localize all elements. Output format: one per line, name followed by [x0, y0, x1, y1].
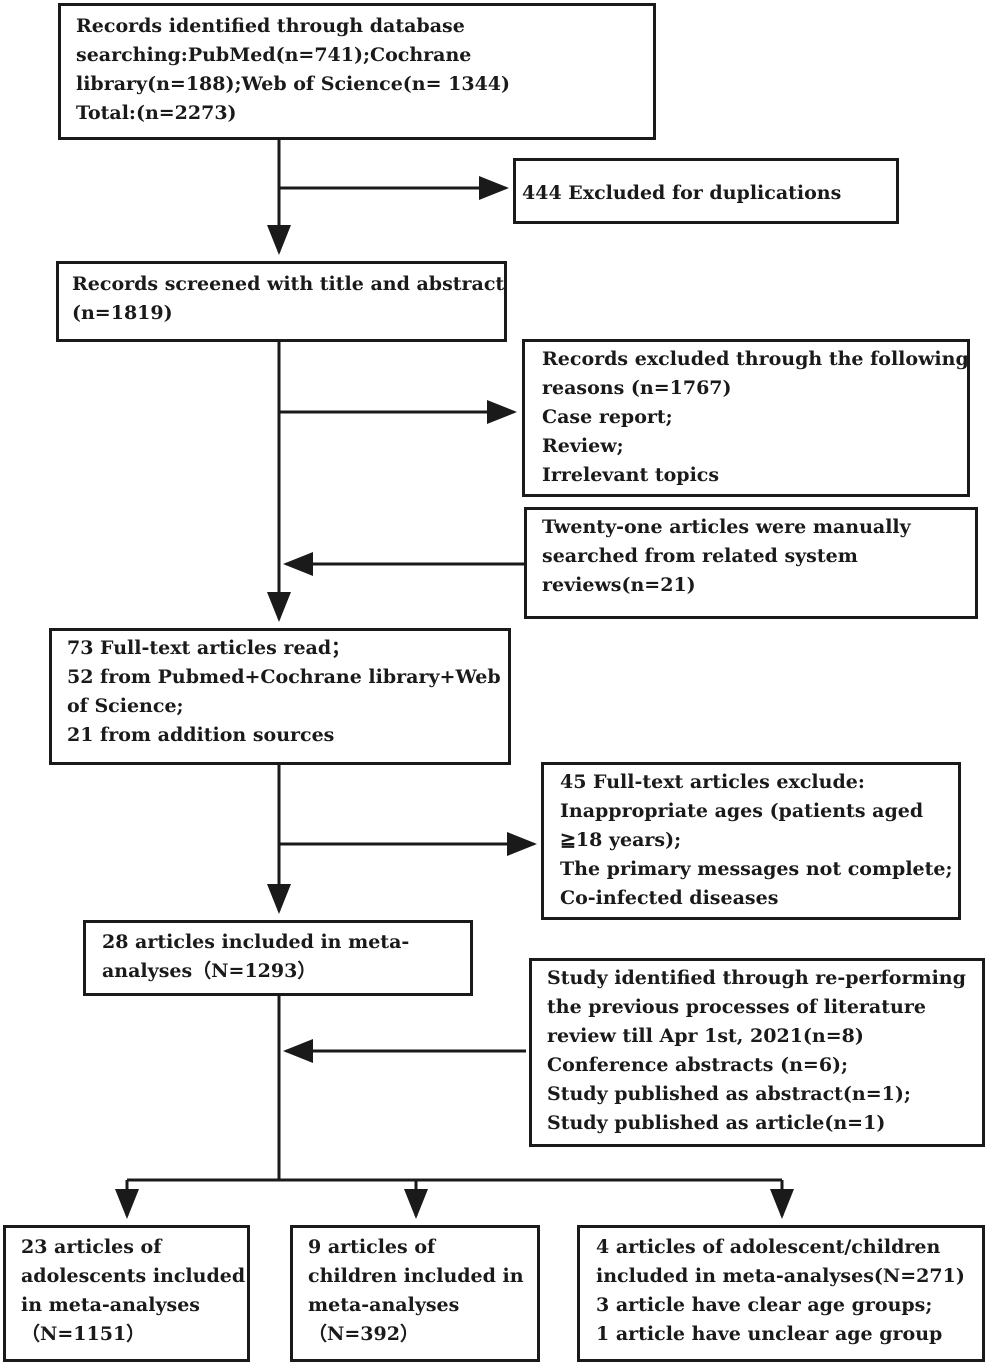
records-excluded-box: Records excluded through the following r… — [522, 339, 970, 497]
box-line: the previous processes of literature — [547, 996, 926, 1018]
full-text-read-box: 73 Full-text articles read； 52 from Pubm… — [49, 628, 511, 765]
box-line: reasons (n=1767) — [542, 377, 732, 399]
box-line: Inappropriate ages (patients aged — [560, 800, 924, 822]
included-meta-box: 28 articles included in meta- analyses（N… — [83, 920, 473, 996]
box-line: adolescents included — [21, 1265, 246, 1287]
box-line: Conference abstracts (n=6); — [547, 1054, 849, 1076]
box-line: 73 Full-text articles read； — [67, 637, 351, 659]
box-line: searched from related system — [542, 545, 858, 567]
adolescents-box: 23 articles of adolescents included in m… — [3, 1225, 250, 1362]
box-line: Case report; — [542, 406, 673, 428]
box-line: 23 articles of — [21, 1236, 162, 1258]
box-line: analyses（N=1293） — [102, 960, 317, 982]
box-line: children included in — [308, 1265, 524, 1287]
box-line: 52 from Pubmed+Cochrane library+Web — [67, 666, 501, 688]
box-line: 444 Excluded for duplications — [522, 182, 842, 204]
box-line: Irrelevant topics — [542, 464, 720, 486]
manual-search-box: Twenty-one articles were manually search… — [524, 507, 978, 619]
box-line: 45 Full-text articles exclude: — [560, 771, 865, 793]
box-line: The primary messages not complete; — [560, 858, 953, 880]
adolescent-children-box: 4 articles of adolescent/children includ… — [577, 1225, 985, 1362]
box-line: ≧18 years); — [560, 829, 682, 851]
records-identified-box: Records identified through database sear… — [58, 3, 656, 140]
box-line: included in meta-analyses(N=271) — [596, 1265, 965, 1287]
box-line: 9 articles of — [308, 1236, 436, 1258]
box-line: Study published as abstract(n=1); — [547, 1083, 911, 1105]
box-line: meta-analyses — [308, 1294, 460, 1316]
box-line: (n=1819) — [72, 302, 173, 324]
box-line: 4 articles of adolescent/children — [596, 1236, 941, 1258]
box-line: reviews(n=21) — [542, 574, 696, 596]
box-line: Total:(n=2273) — [76, 102, 237, 124]
box-line: 28 articles included in meta- — [102, 931, 410, 953]
box-line: searching:PubMed(n=741);Cochrane — [76, 44, 472, 66]
box-line: 3 article have clear age groups; — [596, 1294, 933, 1316]
box-line: Study published as article(n=1) — [547, 1112, 886, 1134]
box-line: library(n=188);Web of Science(n= 1344) — [76, 73, 510, 95]
box-line: of Science; — [67, 695, 184, 717]
box-line: Twenty-one articles were manually — [542, 516, 911, 538]
box-line: （N=392） — [308, 1323, 419, 1345]
children-box: 9 articles of children included in meta-… — [290, 1225, 540, 1362]
box-line: Co-infected diseases — [560, 887, 779, 909]
box-line: 21 from addition sources — [67, 724, 335, 746]
reperforming-box: Study identified through re-performing t… — [529, 958, 985, 1147]
box-line: 1 article have unclear age group — [596, 1323, 943, 1345]
box-line: in meta-analyses — [21, 1294, 200, 1316]
box-line: Records identified through database — [76, 15, 465, 37]
box-line: review till Apr 1st, 2021(n=8) — [547, 1025, 864, 1047]
full-text-excluded-box: 45 Full-text articles exclude: Inappropr… — [541, 762, 961, 920]
box-line: （N=1151） — [21, 1323, 146, 1345]
records-screened-box: Records screened with title and abstract… — [56, 261, 507, 342]
box-line: Study identified through re-performing — [547, 967, 966, 989]
box-line: Records screened with title and abstract — [72, 273, 505, 295]
box-line: Review; — [542, 435, 624, 457]
excluded-duplications-box: 444 Excluded for duplications — [513, 158, 899, 224]
box-line: Records excluded through the following — [542, 348, 969, 370]
